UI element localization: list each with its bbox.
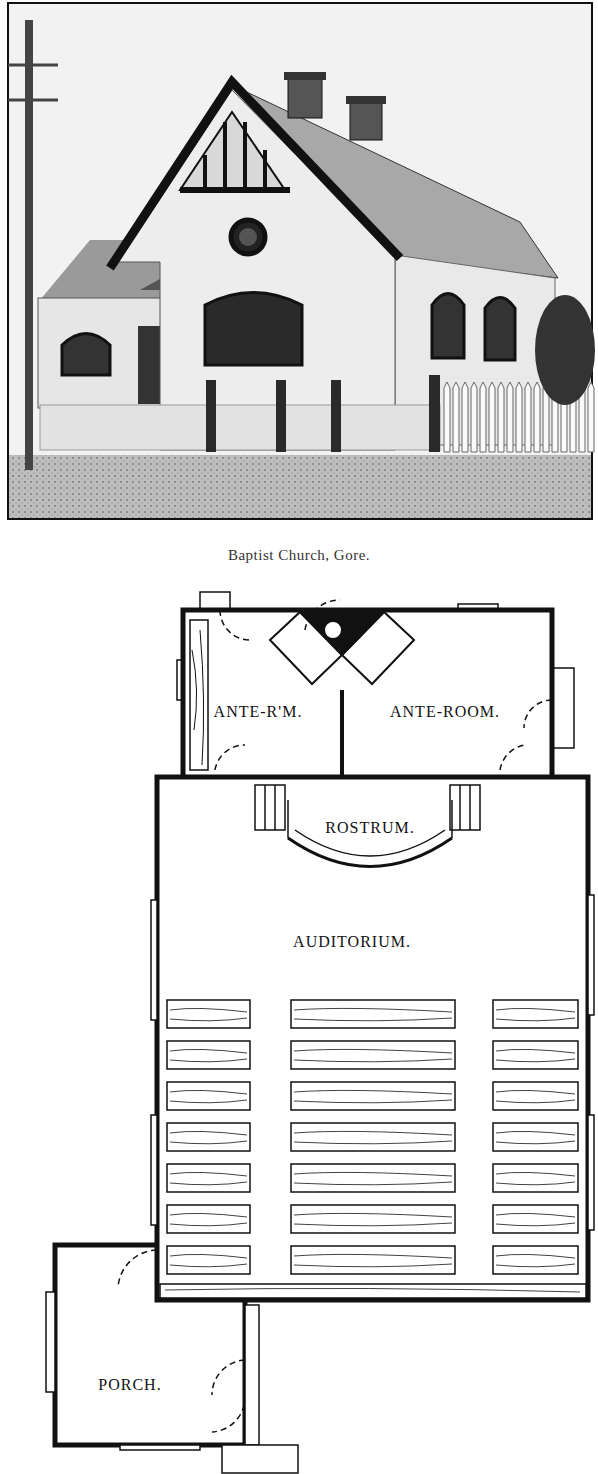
room-label: PORCH. [98, 1376, 161, 1394]
church-photo [8, 3, 595, 519]
room-label: ANTE-R'M. [214, 703, 303, 721]
room: ANTE-R'M. [183, 610, 342, 777]
room-label: ROSTRUM. [325, 819, 414, 837]
caption: Baptist Church, Gore. [0, 547, 598, 564]
room: AUDITORIUM. ROSTRUM. [157, 777, 588, 1300]
room-label: ANTE-ROOM. [390, 703, 500, 721]
room: ROSTRUM. [255, 785, 475, 880]
room: ANTE-ROOM. [342, 610, 552, 777]
room-label: AUDITORIUM. [293, 933, 411, 951]
floor-plan [46, 592, 594, 1473]
room: PORCH. [55, 1245, 245, 1445]
